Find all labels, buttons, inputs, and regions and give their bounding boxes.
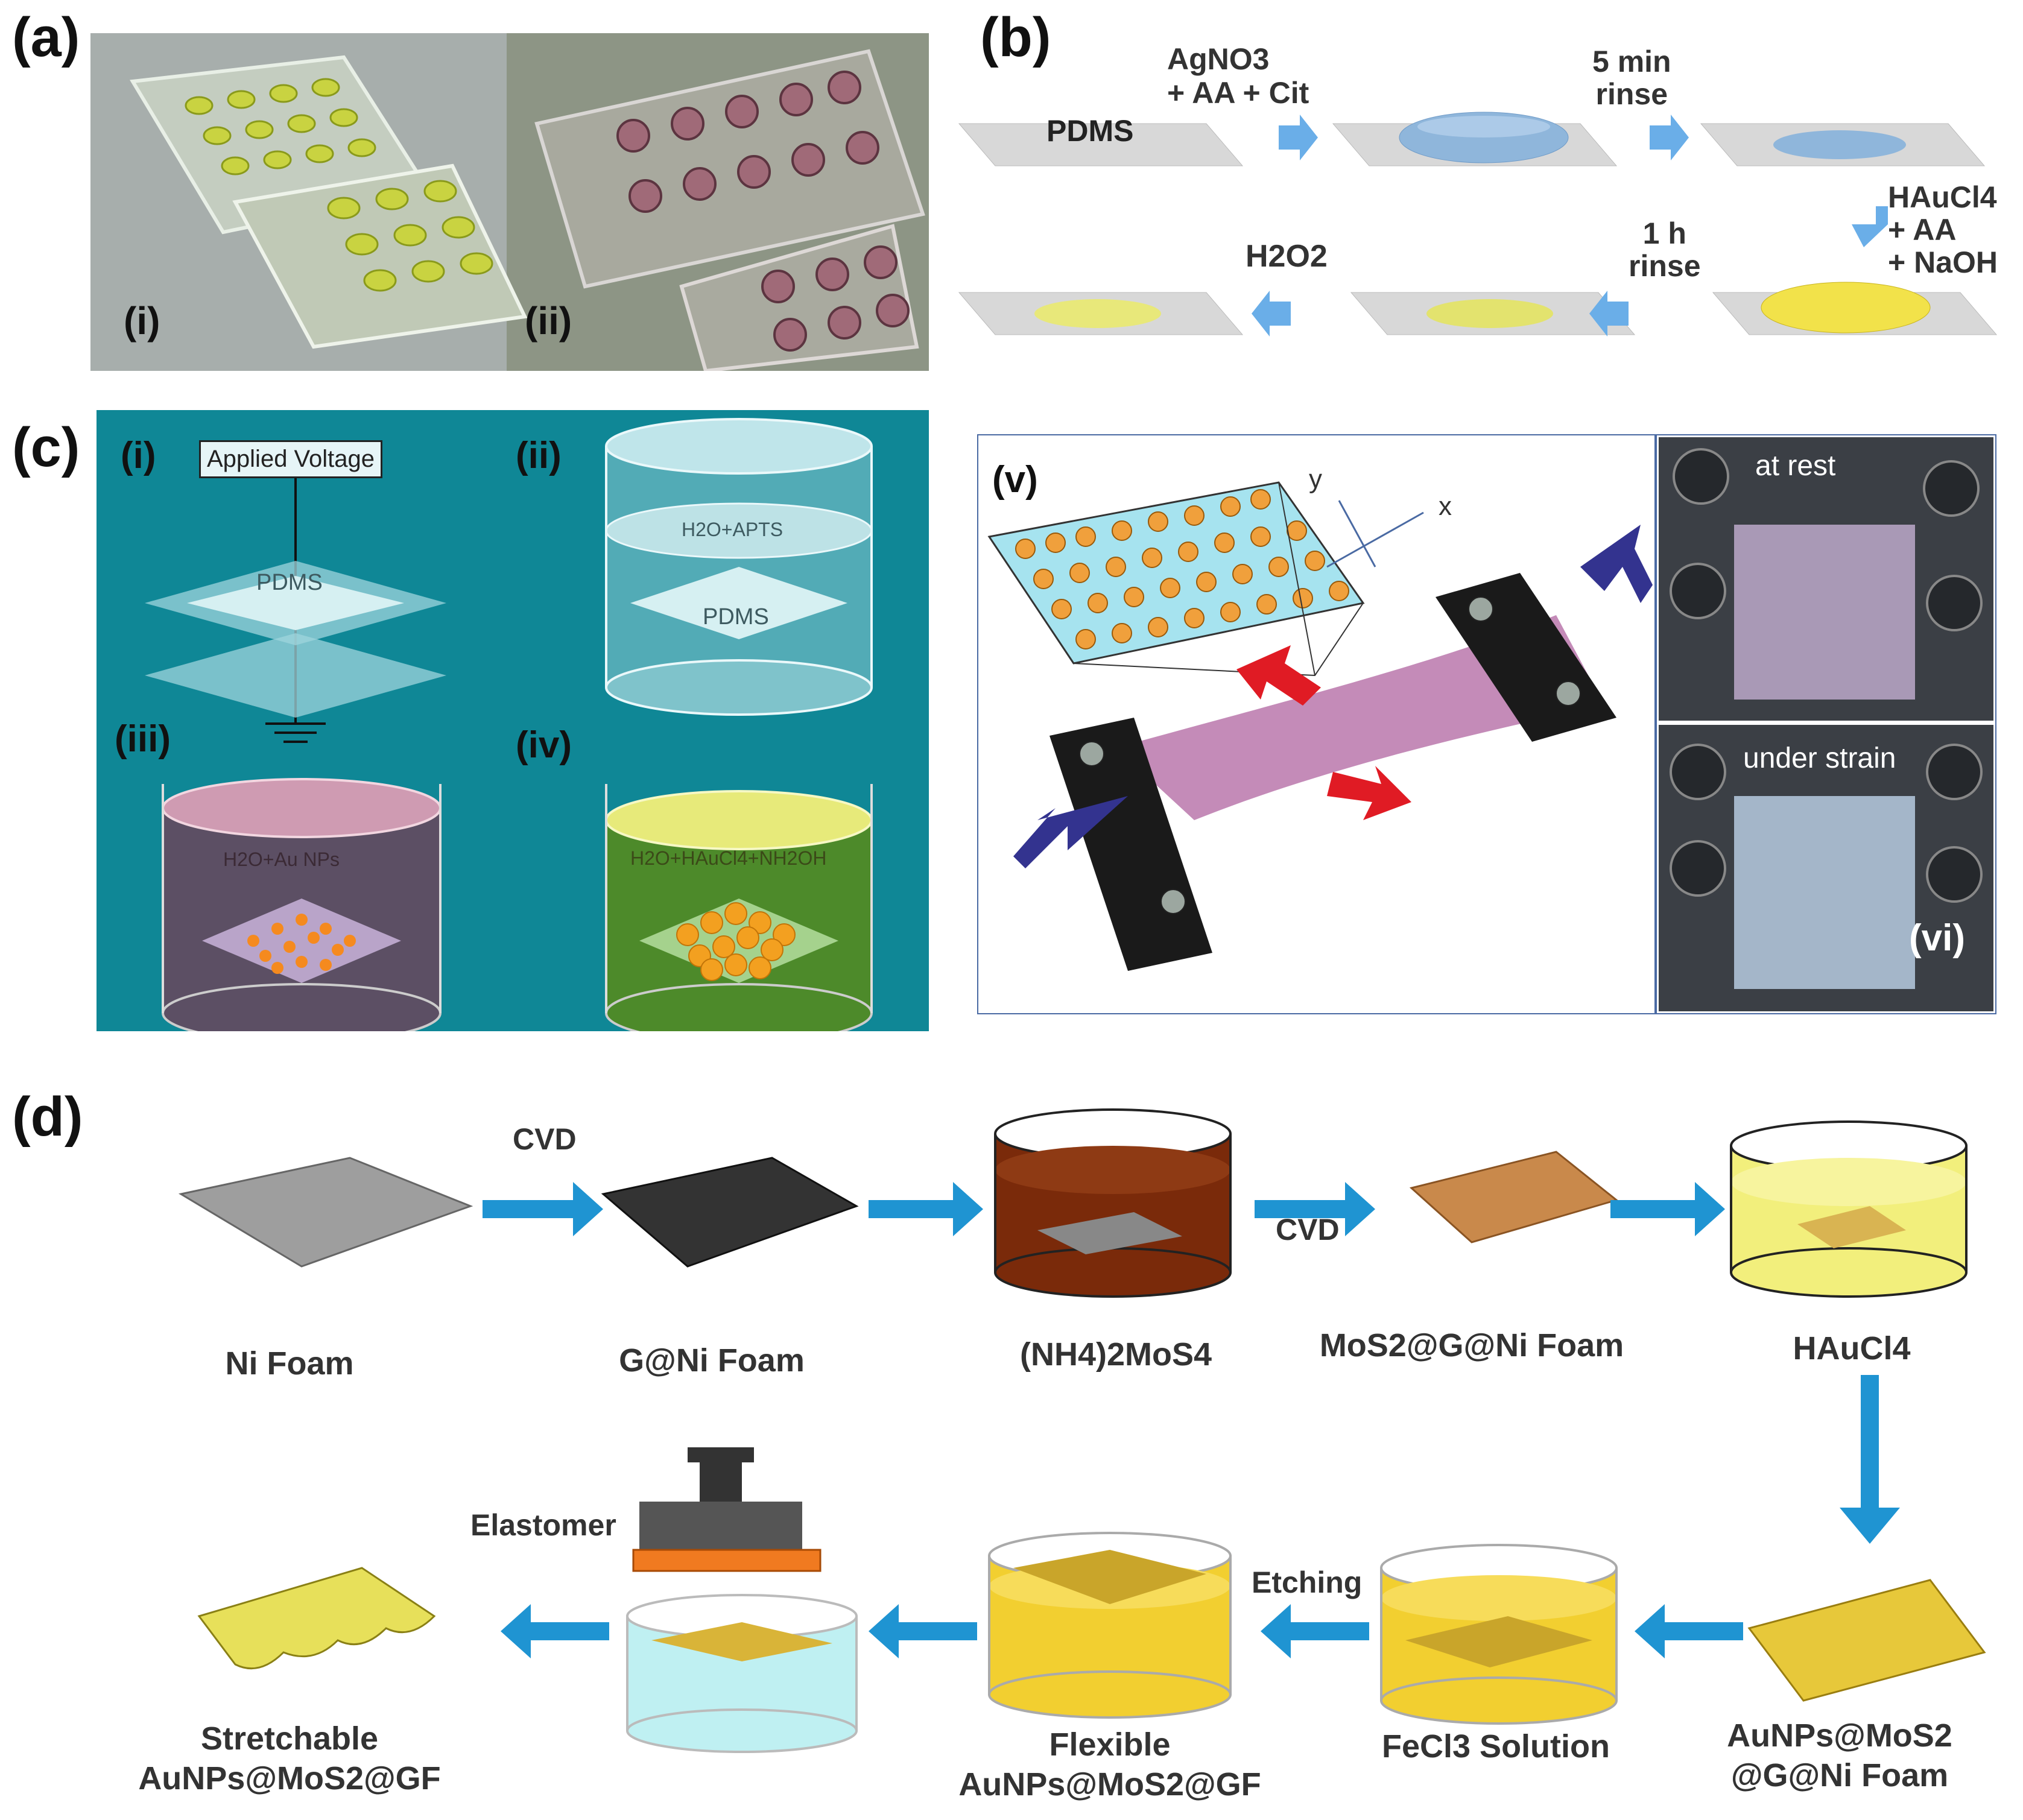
nh4-beaker <box>994 1108 1232 1298</box>
panel-c-sub-iv: (iv) <box>516 724 572 766</box>
panel-c-sub-ii: (ii) <box>516 435 562 476</box>
panel-a-label: (a) <box>12 7 80 68</box>
label-cvd-2: CVD <box>1276 1213 1340 1247</box>
film-yellow-rinsed <box>1426 299 1553 328</box>
axis-y-label: y <box>1309 464 1322 494</box>
label-at-rest: at rest <box>1755 450 1836 482</box>
chip-ii-back <box>534 49 925 289</box>
aunps-foam-sheet <box>1747 1579 1986 1702</box>
mos2-foam-sheet <box>1409 1151 1619 1243</box>
chip-i-front <box>232 163 528 349</box>
panel-d-top-arrows <box>483 1182 1900 1544</box>
panel-c-ii-beaker <box>605 418 873 716</box>
stretchable-film <box>197 1567 436 1670</box>
chip-ii-front <box>679 224 919 371</box>
panel-b-arrows <box>1252 115 1888 337</box>
label-g-ni-foam: G@Ni Foam <box>619 1342 805 1379</box>
label-etching: Etching <box>1252 1566 1363 1599</box>
droplet-yellow <box>1761 282 1931 333</box>
panel-c-i-pdms: PDMS <box>256 570 323 595</box>
panel-c-iv-particles <box>676 902 796 981</box>
water-beaker <box>626 1594 858 1753</box>
g-ni-foam-sheet <box>601 1157 859 1268</box>
panel-a-sub-i: (i) <box>124 299 160 343</box>
plate-pdms <box>958 123 1244 166</box>
panel-c-sub-vi: (vi) <box>1909 917 1965 959</box>
panel-b-pdms: PDMS <box>1046 114 1134 148</box>
label-aunps-foam: AuNPs@MoS2@G@Ni Foam <box>1727 1717 1952 1793</box>
label-under-strain: under strain <box>1743 742 1896 774</box>
panel-c-iv-beaker <box>605 784 873 1031</box>
panel-c-iii-particles <box>247 914 356 974</box>
film-blue <box>1773 130 1906 159</box>
ni-foam-sheet <box>178 1157 473 1268</box>
panel-a-sub-ii: (ii) <box>525 299 572 343</box>
panel-c-vi-photos <box>1656 434 1996 1014</box>
panel-d-diagram <box>178 1108 1986 1753</box>
panel-d-bottom-arrows <box>501 1604 1743 1658</box>
panel-c-sub-v: (v) <box>992 459 1038 501</box>
panel-c-ii-solution: H2O+APTS <box>682 519 784 540</box>
panel-b-label: (b) <box>980 7 1051 68</box>
panel-c-sub-i: (i) <box>121 435 156 476</box>
inset-particles <box>1015 489 1349 649</box>
applied-voltage-box: Applied Voltage <box>199 440 383 478</box>
pull-arrow-left <box>1013 796 1128 868</box>
chip-i-wells <box>185 78 493 292</box>
clamp-screws <box>1079 596 1581 914</box>
panel-c-iv-solution: H2O+HAuCl4+NH2OH <box>630 847 827 869</box>
panel-c-label: (c) <box>12 417 80 478</box>
fecl3-beaker <box>1380 1544 1618 1725</box>
label-elastomer: Elastomer <box>470 1508 616 1542</box>
panel-b-step5: H2O2 <box>1246 239 1328 274</box>
film-yellow-final <box>1034 299 1161 328</box>
label-ni-foam: Ni Foam <box>225 1345 354 1382</box>
chip-ii-wells <box>616 71 910 352</box>
pull-arrow-right <box>1580 525 1653 603</box>
elastomer-stamp <box>632 1447 822 1572</box>
haucl4-beaker <box>1730 1120 1968 1298</box>
panel-c-ii-pdms: PDMS <box>703 604 769 630</box>
compress-arrow-top <box>1236 645 1321 706</box>
panel-c-teal-box <box>97 410 929 1031</box>
axis-x-label: x <box>1439 491 1452 521</box>
panel-c-sub-iii: (iii) <box>115 718 171 760</box>
panel-c-iii-solution: H2O+Au NPs <box>223 848 340 870</box>
panel-b-step1: AgNO3+ AA + Cit <box>1167 42 1309 110</box>
flexible-beaker <box>988 1532 1232 1719</box>
label-cvd-1: CVD <box>513 1122 577 1156</box>
panel-c-i-sketch <box>145 470 446 743</box>
panel-d-label: (d) <box>12 1086 83 1148</box>
label-mos2-g-ni: MoS2@G@Ni Foam <box>1319 1327 1624 1363</box>
label-haucl4: HAuCl4 <box>1793 1330 1911 1367</box>
panel-c-v-diagram <box>977 434 1656 1014</box>
panel-b-step3: HAuCl4+ AA+ NaOH <box>1888 180 1998 279</box>
xy-axes <box>1326 500 1424 568</box>
panel-b-diagram <box>958 112 1998 337</box>
label-nh4-mos4: (NH4)2MoS4 <box>1019 1336 1212 1373</box>
compress-arrow-bottom <box>1327 766 1411 820</box>
photo-screws <box>1670 448 1983 903</box>
panel-c-iii-beaker <box>162 778 442 1031</box>
label-fecl3: FeCl3 Solution <box>1382 1728 1610 1765</box>
panel-a-photo <box>90 33 929 371</box>
